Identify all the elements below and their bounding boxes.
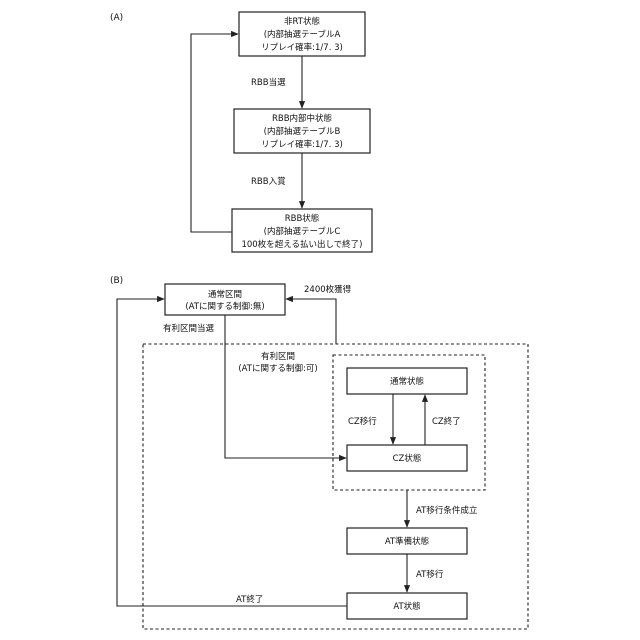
label-at-end: AT終了 — [236, 594, 263, 605]
arrow-at-to-normal-section — [117, 299, 347, 606]
label-at-move: AT移行 — [416, 569, 444, 580]
advantage-section-outer-region — [143, 344, 528, 629]
normal-section-line1: 通常区間 — [208, 289, 242, 300]
normal-state-box: 通常状態 — [347, 368, 467, 394]
rbb-state-box: RBB状態 (内部抽選テーブルC 100枚を超える払い出しで終了) — [232, 209, 372, 252]
rbb-internal-state-line2: (内部抽選テーブルB — [264, 126, 341, 137]
label-advantage-win: 有利区間当選 — [163, 323, 215, 334]
label-2400: 2400枚獲得 — [304, 284, 352, 295]
rbb-state-line3: 100枚を超える払い出しで終了) — [241, 239, 362, 250]
at-state-box: AT状態 — [347, 593, 467, 619]
at-state-label: AT状態 — [393, 601, 420, 612]
rbb-internal-state-box: RBB内部中状態 (内部抽選テーブルB リプレイ確率:1/7. 3) — [234, 109, 370, 153]
label-cz-end: CZ終了 — [432, 416, 461, 427]
cz-state-label: CZ状態 — [393, 453, 422, 464]
rbb-internal-state-line1: RBB内部中状態 — [272, 113, 332, 124]
label-rbb-enter: RBB入賞 — [251, 176, 286, 187]
non-rt-state-line3: リプレイ確率:1/7. 3) — [261, 42, 343, 53]
at-prep-state-label: AT準備状態 — [385, 536, 429, 547]
normal-section-box: 通常区間 (ATに関する制御:無) — [165, 284, 285, 315]
non-rt-state-line1: 非RT状態 — [284, 16, 320, 27]
normal-section-line2: (ATに関する制御:無) — [185, 301, 264, 312]
rbb-state-line1: RBB状態 — [285, 213, 320, 224]
section-b-label: (B) — [110, 276, 123, 286]
cz-state-box: CZ状態 — [347, 445, 467, 471]
non-rt-state-box: 非RT状態 (内部抽選テーブルA リプレイ確率:1/7. 3) — [239, 12, 365, 56]
rbb-internal-state-line3: リプレイ確率:1/7. 3) — [261, 139, 343, 150]
label-rbb-win: RBB当選 — [251, 77, 286, 88]
advantage-section-label-line2: (ATに関する制御:可) — [238, 363, 317, 374]
label-at-condition: AT移行条件成立 — [416, 505, 478, 516]
advantage-section-label-line1: 有利区間 — [261, 351, 295, 362]
label-cz-move: CZ移行 — [348, 416, 377, 427]
arrow-normal-section-to-cz — [225, 315, 346, 458]
arrow-advantage-to-normal-section — [286, 299, 336, 344]
normal-state-label: 通常状態 — [390, 376, 424, 387]
rbb-state-line2: (内部抽選テーブルC — [264, 226, 341, 237]
section-a-label: (A) — [110, 13, 123, 23]
arrow-rbb-to-non-rt — [191, 34, 238, 232]
non-rt-state-line2: (内部抽選テーブルA — [264, 29, 341, 40]
at-prep-state-box: AT準備状態 — [347, 528, 467, 554]
